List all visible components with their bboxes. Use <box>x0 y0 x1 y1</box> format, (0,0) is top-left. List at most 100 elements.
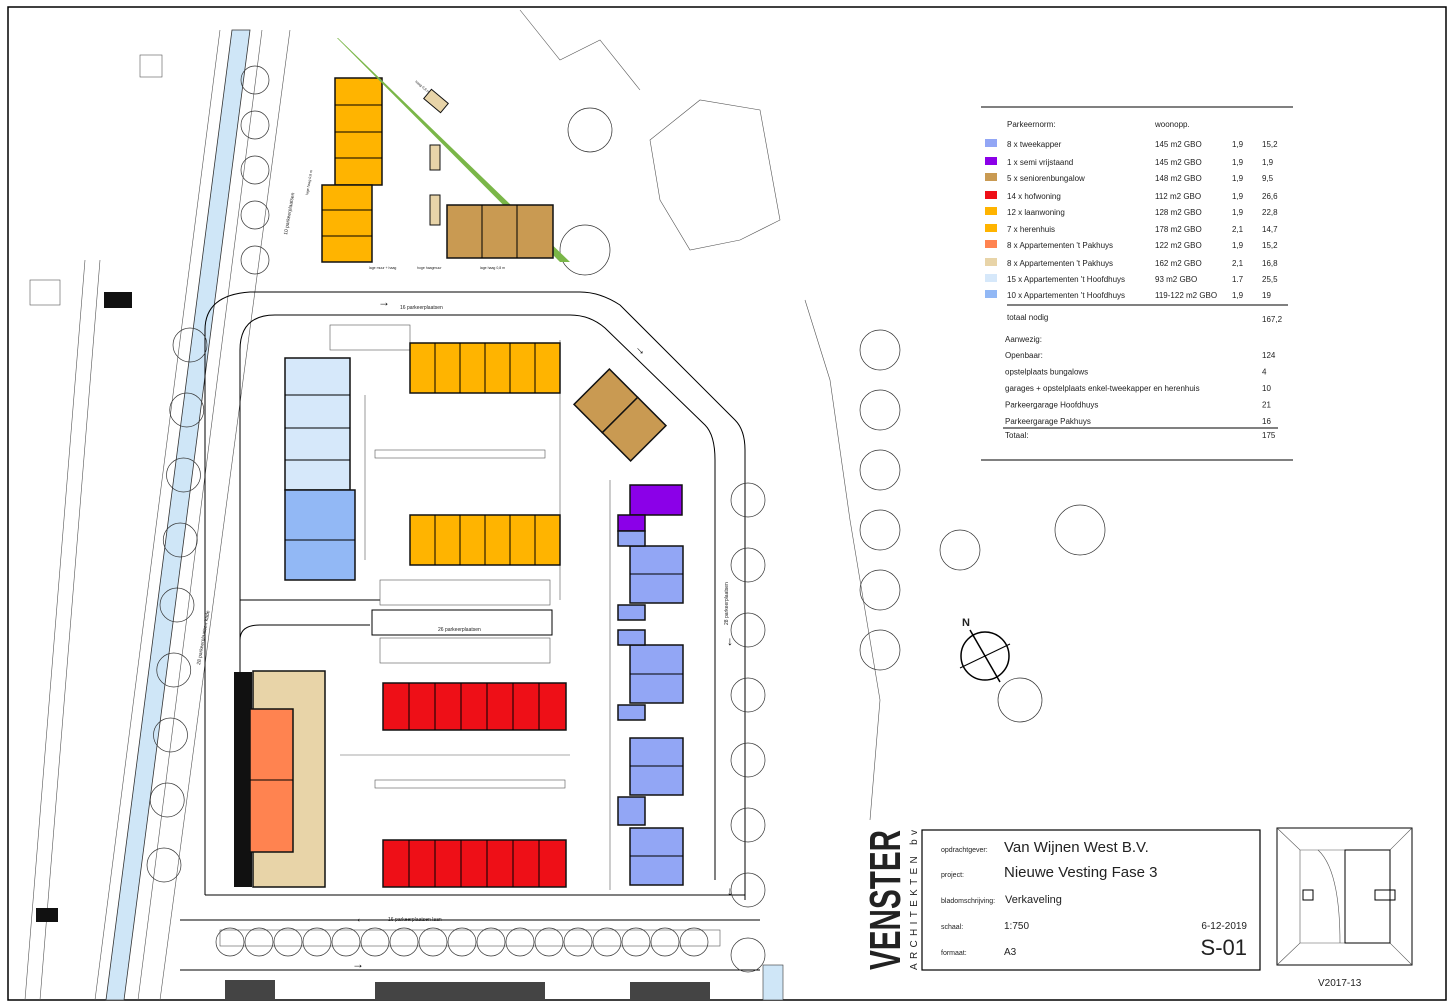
legend-area: 162 m2 GBO <box>1155 259 1202 268</box>
tree <box>939 529 981 571</box>
tree <box>240 200 270 230</box>
legend-label: 8 x tweekapper <box>1007 140 1062 149</box>
hofwoning-block <box>382 839 567 888</box>
legend-norm: 1,9 <box>1232 241 1244 250</box>
hofwoning-block <box>382 682 567 731</box>
present-label: Parkeergarage Pakhuys <box>1005 417 1091 426</box>
present-label: Aanwezig: <box>1005 335 1042 344</box>
tree <box>389 927 419 957</box>
legend-swatch <box>985 207 997 215</box>
tree <box>331 927 361 957</box>
tree <box>592 927 622 957</box>
legend-swatch <box>985 157 997 165</box>
legend-total: 16,8 <box>1262 259 1278 268</box>
scale-label: schaal: <box>941 924 963 931</box>
tree <box>621 927 651 957</box>
svg-text:→: → <box>632 340 650 358</box>
present-value: 10 <box>1262 384 1271 393</box>
seniorenbungalow-pair <box>572 367 668 463</box>
tree <box>534 927 564 957</box>
tree <box>162 522 198 558</box>
present-value: 124 <box>1262 351 1276 360</box>
legend-total: 25,5 <box>1262 275 1278 284</box>
format-value: A3 <box>1004 947 1017 958</box>
tree <box>240 110 270 140</box>
legend-norm: 1,9 <box>1232 140 1244 149</box>
format-label: formaat: <box>941 950 967 957</box>
legend-label: 8 x Appartementen 't Pakhuys <box>1007 259 1113 268</box>
legend-label: 8 x Appartementen 't Pakhuys <box>1007 241 1113 250</box>
legend-area: 145 m2 GBO <box>1155 158 1202 167</box>
legend-norm: 1,9 <box>1232 208 1244 217</box>
tree <box>859 449 901 491</box>
legend-label: 14 x hofwoning <box>1007 192 1061 201</box>
label-parking-top: 16 parkeerplaatsen <box>400 305 443 311</box>
bridge-marker <box>104 292 132 308</box>
label-parking-left: 28 parkeerplaatsen kade <box>196 610 212 665</box>
legend-norm: 2,1 <box>1232 225 1244 234</box>
tree <box>859 389 901 431</box>
total-needed-value: 167,2 <box>1262 315 1283 324</box>
version-label: V2017-13 <box>1318 978 1362 989</box>
tree <box>730 482 766 518</box>
hoofdhuys-apartments-small <box>284 357 351 491</box>
tree <box>240 245 270 275</box>
present-row: Openbaar:124 <box>1005 351 1276 360</box>
total-needed-label: totaal nodig <box>1007 313 1048 322</box>
tree <box>650 927 680 957</box>
client-name: Van Wijnen West B.V. <box>1004 839 1149 856</box>
svg-text:→: → <box>378 295 390 309</box>
legend-area: 119-122 m2 GBO <box>1155 291 1217 300</box>
tree <box>166 457 201 493</box>
canal <box>24 29 291 1001</box>
legend-label: 12 x laanwoning <box>1007 208 1065 217</box>
legend-area: 178 m2 GBO <box>1155 225 1202 234</box>
tree <box>273 927 303 957</box>
seniorenbungalow-block <box>446 204 554 259</box>
tree <box>859 329 901 371</box>
tree <box>505 927 535 957</box>
tree <box>730 807 766 843</box>
trees <box>146 65 1106 973</box>
date: 6-12-2019 <box>1201 921 1247 932</box>
legend-area: 112 m2 GBO <box>1155 192 1201 201</box>
tree <box>730 937 766 973</box>
legend-swatch <box>985 139 997 147</box>
client-label: opdrachtgever: <box>941 847 988 854</box>
tree <box>360 927 390 957</box>
tree <box>169 392 205 428</box>
present-value: 16 <box>1262 417 1271 426</box>
tree <box>146 847 182 883</box>
project-label: project: <box>941 872 964 879</box>
legend-norm: 1,9 <box>1232 192 1244 201</box>
legend-swatch <box>985 240 997 248</box>
hoofdhuys-apartments-large <box>284 489 356 581</box>
drawing-frame <box>7 6 1447 1001</box>
logo-architekten: ARCHITEKTEN bv <box>909 830 920 970</box>
legend-norm: 2,1 <box>1232 259 1244 268</box>
title-block: VENSTER ARCHITEKTEN bv opdrachtgever: Va… <box>861 827 1413 989</box>
present-label: garages + opstelplaats enkel-tweekapper … <box>1005 384 1200 393</box>
tree <box>859 509 901 551</box>
label-parking-topleft: 10 parkeerplaatsen <box>283 192 296 235</box>
tree <box>476 927 506 957</box>
label-wall: haag 0,8 m <box>414 80 430 94</box>
logo-venster: VENSTER <box>861 830 910 970</box>
tree <box>730 872 766 908</box>
total-label: Totaal: <box>1005 431 1029 440</box>
legend-header: Parkeernorm: <box>1007 120 1055 129</box>
tree <box>215 927 245 957</box>
tree <box>997 677 1043 723</box>
pakhuys-balconies <box>234 672 252 887</box>
label-wall: lage muur + haag <box>369 266 396 270</box>
label-parking-middle: 26 parkeerplaatsen <box>438 627 481 633</box>
total-value: 175 <box>1262 431 1276 440</box>
